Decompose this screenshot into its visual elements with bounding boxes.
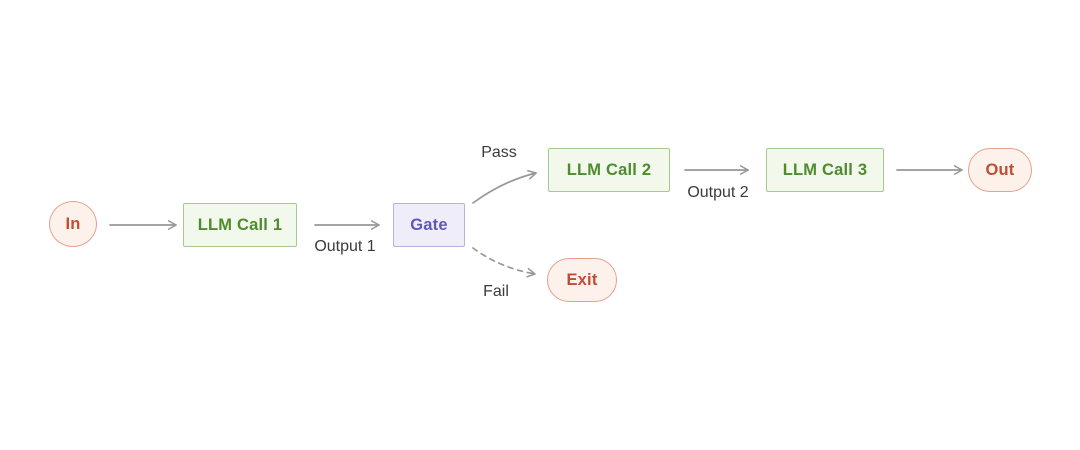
node-llm-call-3-label: LLM Call 3 [782,160,868,179]
edge-label-output-1: Output 1 [314,238,376,255]
node-in-label: In [65,214,81,233]
node-out-label: Out [985,160,1015,179]
node-llm-call-2-label: LLM Call 2 [566,160,652,179]
edge-label-fail: Fail [483,283,509,300]
node-gate-label: Gate [410,215,448,234]
edge-arrow-gate-to-llm-call-2-pass [472,169,537,204]
node-llm-call-1-label: LLM Call 1 [197,215,283,234]
node-llm-call-2: LLM Call 2 [548,148,670,192]
node-in: In [49,201,97,247]
node-gate: Gate [393,203,465,247]
node-exit: Exit [547,258,617,302]
edge-label-pass: Pass [481,144,517,161]
node-llm-call-1: LLM Call 1 [183,203,297,247]
edge-label-output-2: Output 2 [687,184,749,201]
node-out: Out [968,148,1032,192]
edge-arrow-gate-to-exit-fail [472,247,536,278]
node-llm-call-3: LLM Call 3 [766,148,884,192]
node-exit-label: Exit [566,270,598,289]
